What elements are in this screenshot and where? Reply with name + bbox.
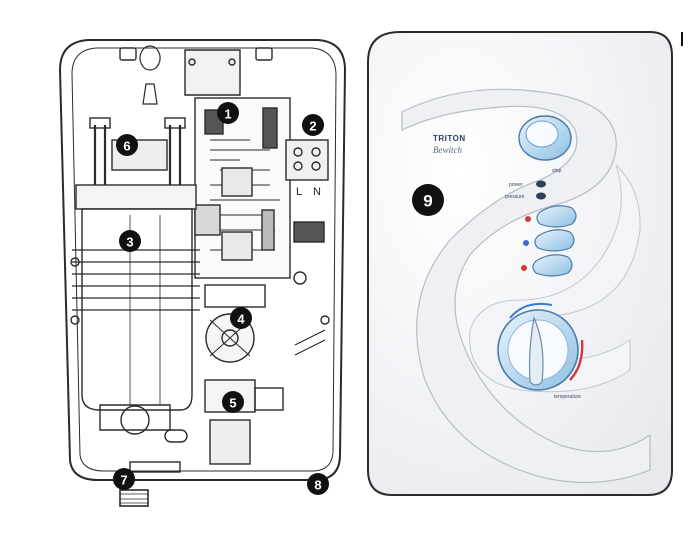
mode-button-3[interactable] <box>521 254 573 277</box>
callout-7: 7 <box>113 468 135 490</box>
pressure-label: pressure <box>505 194 525 200</box>
power-indicator <box>536 180 546 188</box>
callout-4: 4 <box>230 307 252 329</box>
temperature-label: temperature <box>554 394 581 400</box>
temperature-dial[interactable] <box>497 302 584 391</box>
terminal-label-neutral: N <box>313 186 321 198</box>
mode-button-1[interactable] <box>525 205 577 228</box>
front-cover <box>367 31 673 496</box>
power-label: power <box>509 182 523 188</box>
svg-text:6: 6 <box>123 139 130 154</box>
stop-label: stop <box>552 168 562 174</box>
brand-name: TRITON <box>433 134 466 143</box>
svg-text:5: 5 <box>229 396 236 411</box>
callout-8: 8 <box>307 473 329 495</box>
svg-text:7: 7 <box>120 473 127 488</box>
callout-1: 1 <box>217 102 239 124</box>
svg-text:8: 8 <box>314 478 321 493</box>
callout-3: 3 <box>119 230 141 252</box>
svg-text:4: 4 <box>237 312 245 327</box>
model-name: Bewitch <box>433 145 462 155</box>
internal-chassis: L N <box>58 39 347 507</box>
terminal-label-live: L <box>296 186 302 198</box>
svg-text:3: 3 <box>126 235 133 250</box>
callout-6: 6 <box>116 134 138 156</box>
callout-5: 5 <box>222 391 244 413</box>
callout-9: 9 <box>412 184 444 216</box>
stop-button[interactable] <box>518 115 572 161</box>
pressure-indicator <box>536 192 546 200</box>
svg-text:9: 9 <box>423 192 432 211</box>
mode-button-2[interactable] <box>523 229 575 252</box>
svg-text:2: 2 <box>309 119 316 134</box>
svg-text:1: 1 <box>224 107 231 122</box>
callout-2: 2 <box>302 114 324 136</box>
